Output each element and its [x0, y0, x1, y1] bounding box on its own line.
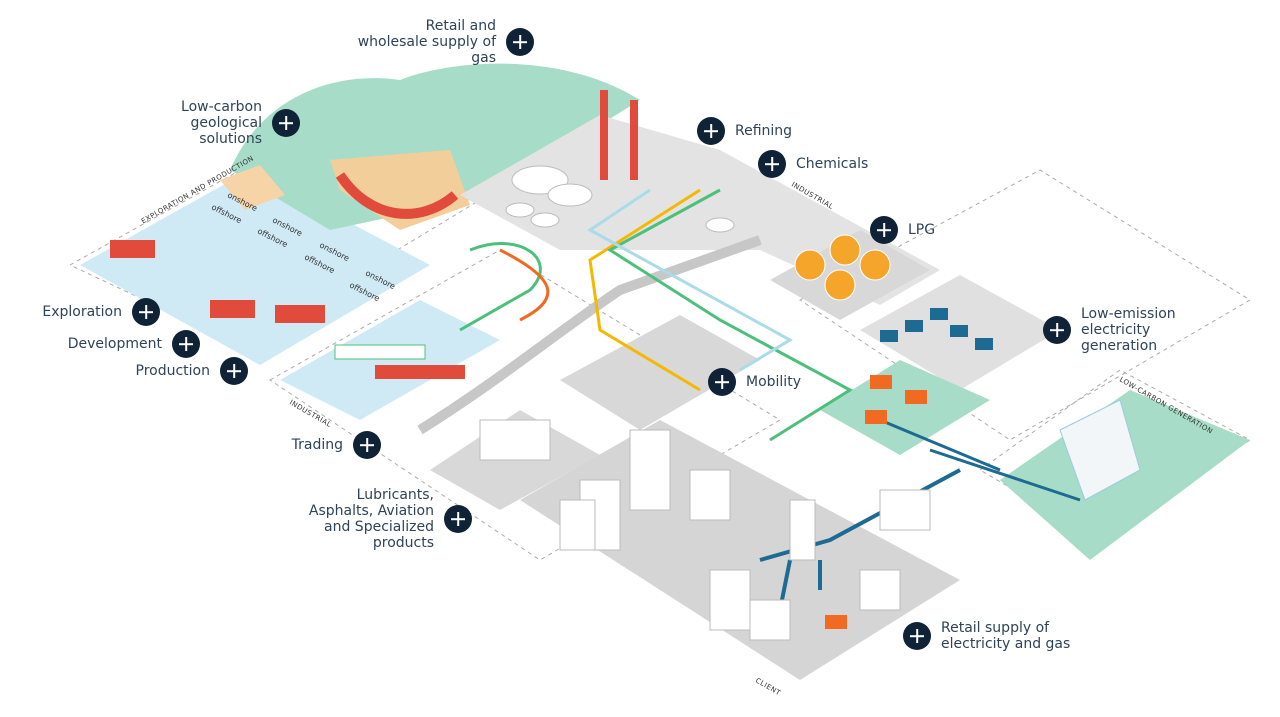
residential-green	[820, 360, 990, 455]
hotspot-label: Chemicals	[796, 156, 869, 172]
plus-icon[interactable]	[444, 505, 472, 533]
hotspot-lpg[interactable]: LPG	[870, 216, 935, 244]
hotspot-label: Low-carbon geological solutions	[181, 99, 262, 147]
hotspot-low-carbon-geological[interactable]: Low-carbon geological solutions	[181, 99, 300, 147]
hotspot-low-emission-generation[interactable]: Low-emission electricity generation	[1043, 306, 1176, 354]
hotspot-retail-electricity-gas[interactable]: Retail supply of electricity and gas	[903, 620, 1070, 652]
plus-icon[interactable]	[697, 117, 725, 145]
hotspot-label: Mobility	[746, 374, 801, 390]
plus-icon[interactable]	[903, 622, 931, 650]
hotspot-label: Retail and wholesale supply of gas	[357, 18, 496, 66]
hotspot-retail-gas[interactable]: Retail and wholesale supply of gas	[358, 18, 534, 66]
hotspot-chemicals[interactable]: Chemicals	[758, 150, 868, 178]
plus-icon[interactable]	[708, 368, 736, 396]
hotspot-production[interactable]: Production	[136, 357, 248, 385]
hotspot-label: Lubricants, Asphalts, Aviation and Speci…	[308, 487, 434, 551]
hotspot-label: Production	[135, 363, 210, 379]
onshore-sand	[220, 165, 285, 210]
plus-icon[interactable]	[758, 150, 786, 178]
hotspot-trading[interactable]: Trading	[292, 431, 381, 459]
offshore-water	[80, 170, 430, 365]
dam	[1059, 399, 1141, 501]
hotspot-label: Trading	[291, 437, 343, 453]
hotspot-label: Retail supply of electricity and gas	[941, 620, 1071, 652]
hotspot-label: Development	[67, 336, 162, 352]
plus-icon[interactable]	[220, 357, 248, 385]
plus-icon[interactable]	[272, 109, 300, 137]
plus-icon[interactable]	[1043, 316, 1071, 344]
mobility-ground	[560, 315, 760, 430]
hotspot-development[interactable]: Development	[68, 330, 200, 358]
hotspot-exploration[interactable]: Exploration	[42, 298, 160, 326]
plus-icon[interactable]	[132, 298, 160, 326]
plus-icon[interactable]	[172, 330, 200, 358]
hotspot-lubricants[interactable]: Lubricants, Asphalts, Aviation and Speci…	[309, 487, 472, 551]
plus-icon[interactable]	[353, 431, 381, 459]
hotspot-label: LPG	[908, 222, 936, 238]
plus-icon[interactable]	[870, 216, 898, 244]
hotspot-label: Refining	[735, 123, 793, 139]
plus-icon[interactable]	[506, 28, 534, 56]
hotspot-label: Low-emission electricity generation	[1081, 306, 1176, 354]
hotspot-mobility[interactable]: Mobility	[708, 368, 801, 396]
trading-water	[280, 300, 500, 420]
hotspot-refining[interactable]: Refining	[697, 117, 792, 145]
green-land	[230, 63, 640, 230]
hotspot-label: Exploration	[42, 304, 122, 320]
